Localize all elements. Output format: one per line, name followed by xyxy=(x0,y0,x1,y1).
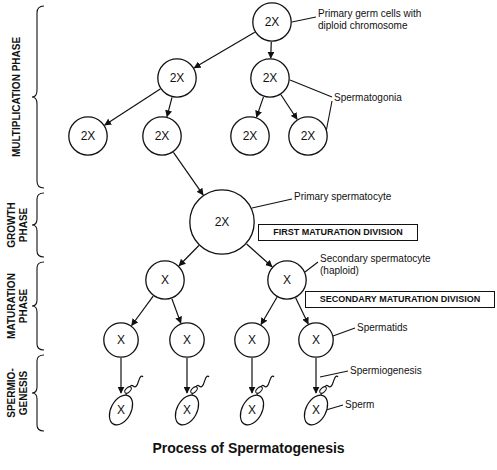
chromosome-number: X xyxy=(312,404,320,416)
arrow-connector xyxy=(247,244,272,267)
phase-bracket xyxy=(32,193,44,257)
callout-label: Secondary spermatocyte (haploid) xyxy=(320,253,438,276)
cell-circle: X xyxy=(103,322,139,358)
callout-label: Spermatids xyxy=(357,322,408,334)
chromosome-number: 2X xyxy=(301,130,316,142)
cell-circle: X xyxy=(298,322,334,358)
cell-circle: 2X xyxy=(230,116,270,156)
arrow-connector xyxy=(120,358,121,393)
division-label: SECONDARY MATURATION DIVISION xyxy=(320,295,481,304)
sperm-cell: X xyxy=(305,393,327,427)
cell-circle: 2X xyxy=(189,189,255,255)
cell-circle: 2X xyxy=(157,58,197,98)
cell-circle: X xyxy=(169,322,205,358)
arrow-connector xyxy=(167,97,172,116)
arrow-connector xyxy=(257,97,264,117)
arrow-connector xyxy=(261,297,277,324)
cell-circle: X xyxy=(145,260,185,300)
callout-label: Spermatogonia xyxy=(334,92,402,104)
arrow-connector xyxy=(270,42,272,58)
cell-circle: X xyxy=(234,322,270,358)
cell-circle: 2X xyxy=(250,58,290,98)
callout-label: Spermiogenesis xyxy=(350,365,422,377)
arrow-connector xyxy=(281,95,297,120)
division-box: FIRST MATURATION DIVISION xyxy=(258,224,418,241)
chromosome-number: 2X xyxy=(81,130,96,142)
chromosome-number: X xyxy=(183,334,191,346)
phase-label: GROWTH PHASE xyxy=(6,194,30,256)
arrow-connector xyxy=(132,296,154,325)
arrow-connector xyxy=(105,89,160,125)
leader-line xyxy=(326,405,343,410)
phase-bracket xyxy=(32,355,44,431)
chromosome-number: X xyxy=(161,274,169,286)
callout-label: Primary germ cells with diploid chromoso… xyxy=(318,8,453,31)
leader-line xyxy=(305,262,318,272)
arrow-connector xyxy=(251,358,252,393)
leader-line xyxy=(252,199,292,208)
cell-circle: X xyxy=(267,260,307,300)
cell-circle: 2X xyxy=(288,116,328,156)
sperm-cell: X xyxy=(110,393,132,427)
chromosome-number: X xyxy=(248,334,256,346)
sperm-cell: X xyxy=(241,393,263,427)
leader-line xyxy=(326,101,332,132)
phase-bracket xyxy=(32,262,44,350)
chromosome-number: 2X xyxy=(155,130,170,142)
chromosome-number: X xyxy=(117,404,125,416)
cell-circle: 2X xyxy=(68,116,108,156)
chromosome-number: 2X xyxy=(263,72,278,84)
leader-line xyxy=(290,80,332,97)
phase-label: MULTIPLICATION PHASE xyxy=(11,2,23,192)
chromosome-number: 2X xyxy=(243,130,258,142)
arrow-connector xyxy=(186,358,187,393)
division-box: SECONDARY MATURATION DIVISION xyxy=(305,291,495,308)
chromosome-number: 2X xyxy=(215,216,230,228)
phase-label: SPERMIO- GENESIS xyxy=(6,358,30,428)
chromosome-number: 2X xyxy=(265,16,280,28)
diagram-title: Process of Spermatogenesis xyxy=(0,440,497,456)
callout-label: Sperm xyxy=(345,399,374,411)
arrow-connector xyxy=(172,299,181,323)
chromosome-number: X xyxy=(183,404,191,416)
leader-line xyxy=(292,17,316,22)
arrow-connector xyxy=(179,246,199,266)
chromosome-number: X xyxy=(312,334,320,346)
callout-label: Primary spermatocyte xyxy=(294,191,391,203)
sperm-cell: X xyxy=(176,393,198,427)
leader-line xyxy=(333,328,355,336)
chromosome-number: X xyxy=(248,404,256,416)
division-label: FIRST MATURATION DIVISION xyxy=(273,228,403,237)
cell-circle: 2X xyxy=(142,116,182,156)
leader-line xyxy=(320,371,348,377)
phase-label: MATURATION PHASE xyxy=(6,264,30,348)
arrow-connector xyxy=(173,152,203,195)
chromosome-number: X xyxy=(283,274,291,286)
phase-bracket xyxy=(32,6,44,188)
cell-circle: 2X xyxy=(252,2,292,42)
arrow-connector xyxy=(296,298,308,324)
chromosome-number: 2X xyxy=(170,72,185,84)
arrow-connector xyxy=(194,32,255,68)
chromosome-number: X xyxy=(117,334,125,346)
arrow-connector xyxy=(315,358,316,393)
